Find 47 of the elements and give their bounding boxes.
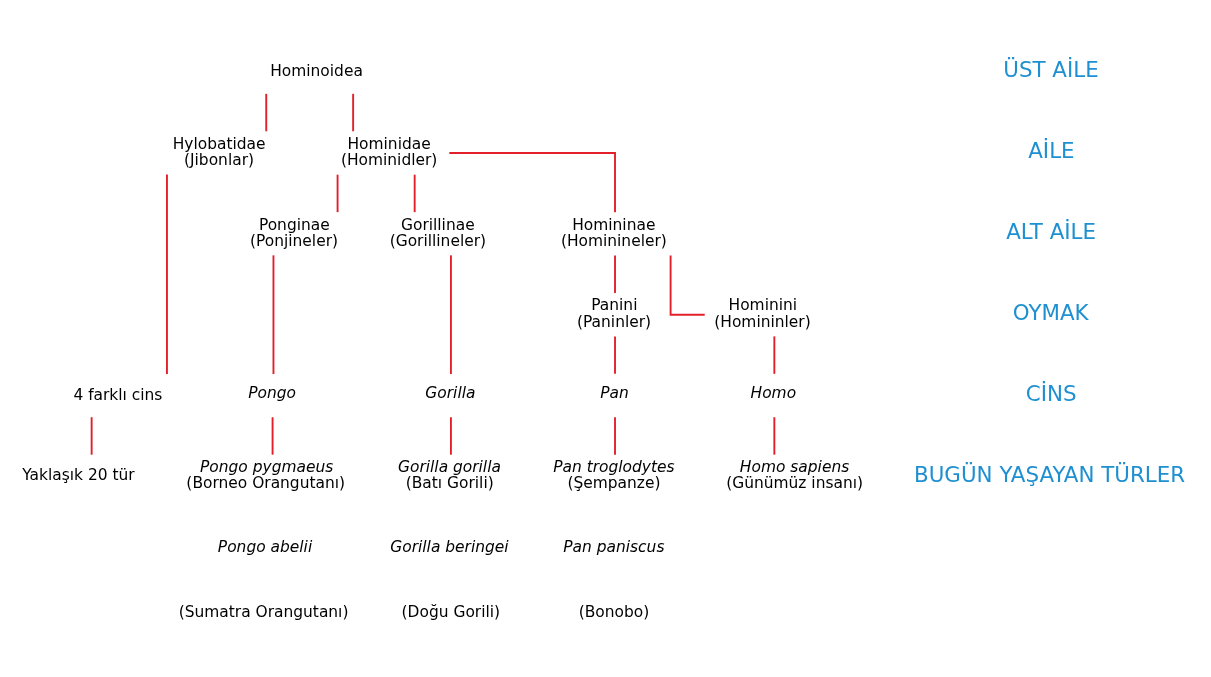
label: (Doğu Gorili)	[401, 603, 501, 622]
node-text: Pan	[600, 384, 629, 403]
connector	[614, 416, 616, 456]
node-text: Pongo	[248, 384, 296, 403]
connector	[265, 92, 268, 133]
label: Pan paniscus	[563, 537, 665, 556]
connector	[448, 152, 616, 214]
connector	[272, 254, 275, 375]
node-text: Hylobatidae (Jibonlar)	[172, 134, 266, 170]
node-text: Homo sapiens (Günümüz insanı)	[726, 458, 864, 492]
connector	[271, 416, 274, 456]
connector	[413, 173, 416, 214]
label: Gorilla beringei	[390, 537, 509, 556]
node-text: Hominini (Homininler)	[714, 296, 811, 332]
node-text: Yaklaşık 20 tür	[22, 466, 135, 485]
connector	[614, 335, 616, 375]
connector	[450, 254, 452, 375]
label: (Bonobo)	[578, 603, 650, 622]
node-text: Homo	[750, 384, 797, 403]
label: ÜST AİLE	[1003, 57, 1099, 83]
node-text: Ponginae (Ponjineler)	[249, 215, 339, 251]
node-text: Hominidae (Hominidler)	[340, 134, 438, 170]
node-text: Homininae (Hominineler)	[560, 215, 667, 251]
connector	[352, 92, 355, 133]
node-text: Pongo pygmaeus (Borneo Orangutanı)	[186, 458, 346, 492]
node-text: Gorilla gorilla (Batı Gorili)	[398, 458, 501, 492]
node-text: Gorilla	[425, 384, 476, 403]
label: (Sumatra Orangutanı)	[178, 603, 349, 622]
connector	[669, 254, 706, 316]
label: Pongo abelii	[217, 537, 313, 556]
label: BUGÜN YAŞAYAN TÜRLER	[914, 461, 1186, 487]
label: AİLE	[1028, 138, 1075, 164]
connector	[614, 254, 616, 294]
connector	[773, 416, 776, 456]
node-text: 4 farklı cins	[73, 385, 163, 404]
node-text: Hominoidea	[270, 62, 363, 81]
connector	[773, 335, 776, 375]
label: ALT AİLE	[1006, 219, 1097, 245]
node-text: Panini (Paninler)	[576, 296, 652, 332]
label: CİNS	[1025, 380, 1077, 406]
node-text: Pan troglodytes (Şempanze)	[553, 458, 675, 492]
connector	[336, 173, 339, 214]
connector	[90, 416, 93, 456]
connector	[450, 416, 452, 456]
connector	[166, 173, 168, 376]
node-text: Gorillinae (Gorillineler)	[389, 215, 487, 251]
label: OYMAK	[1012, 299, 1089, 325]
